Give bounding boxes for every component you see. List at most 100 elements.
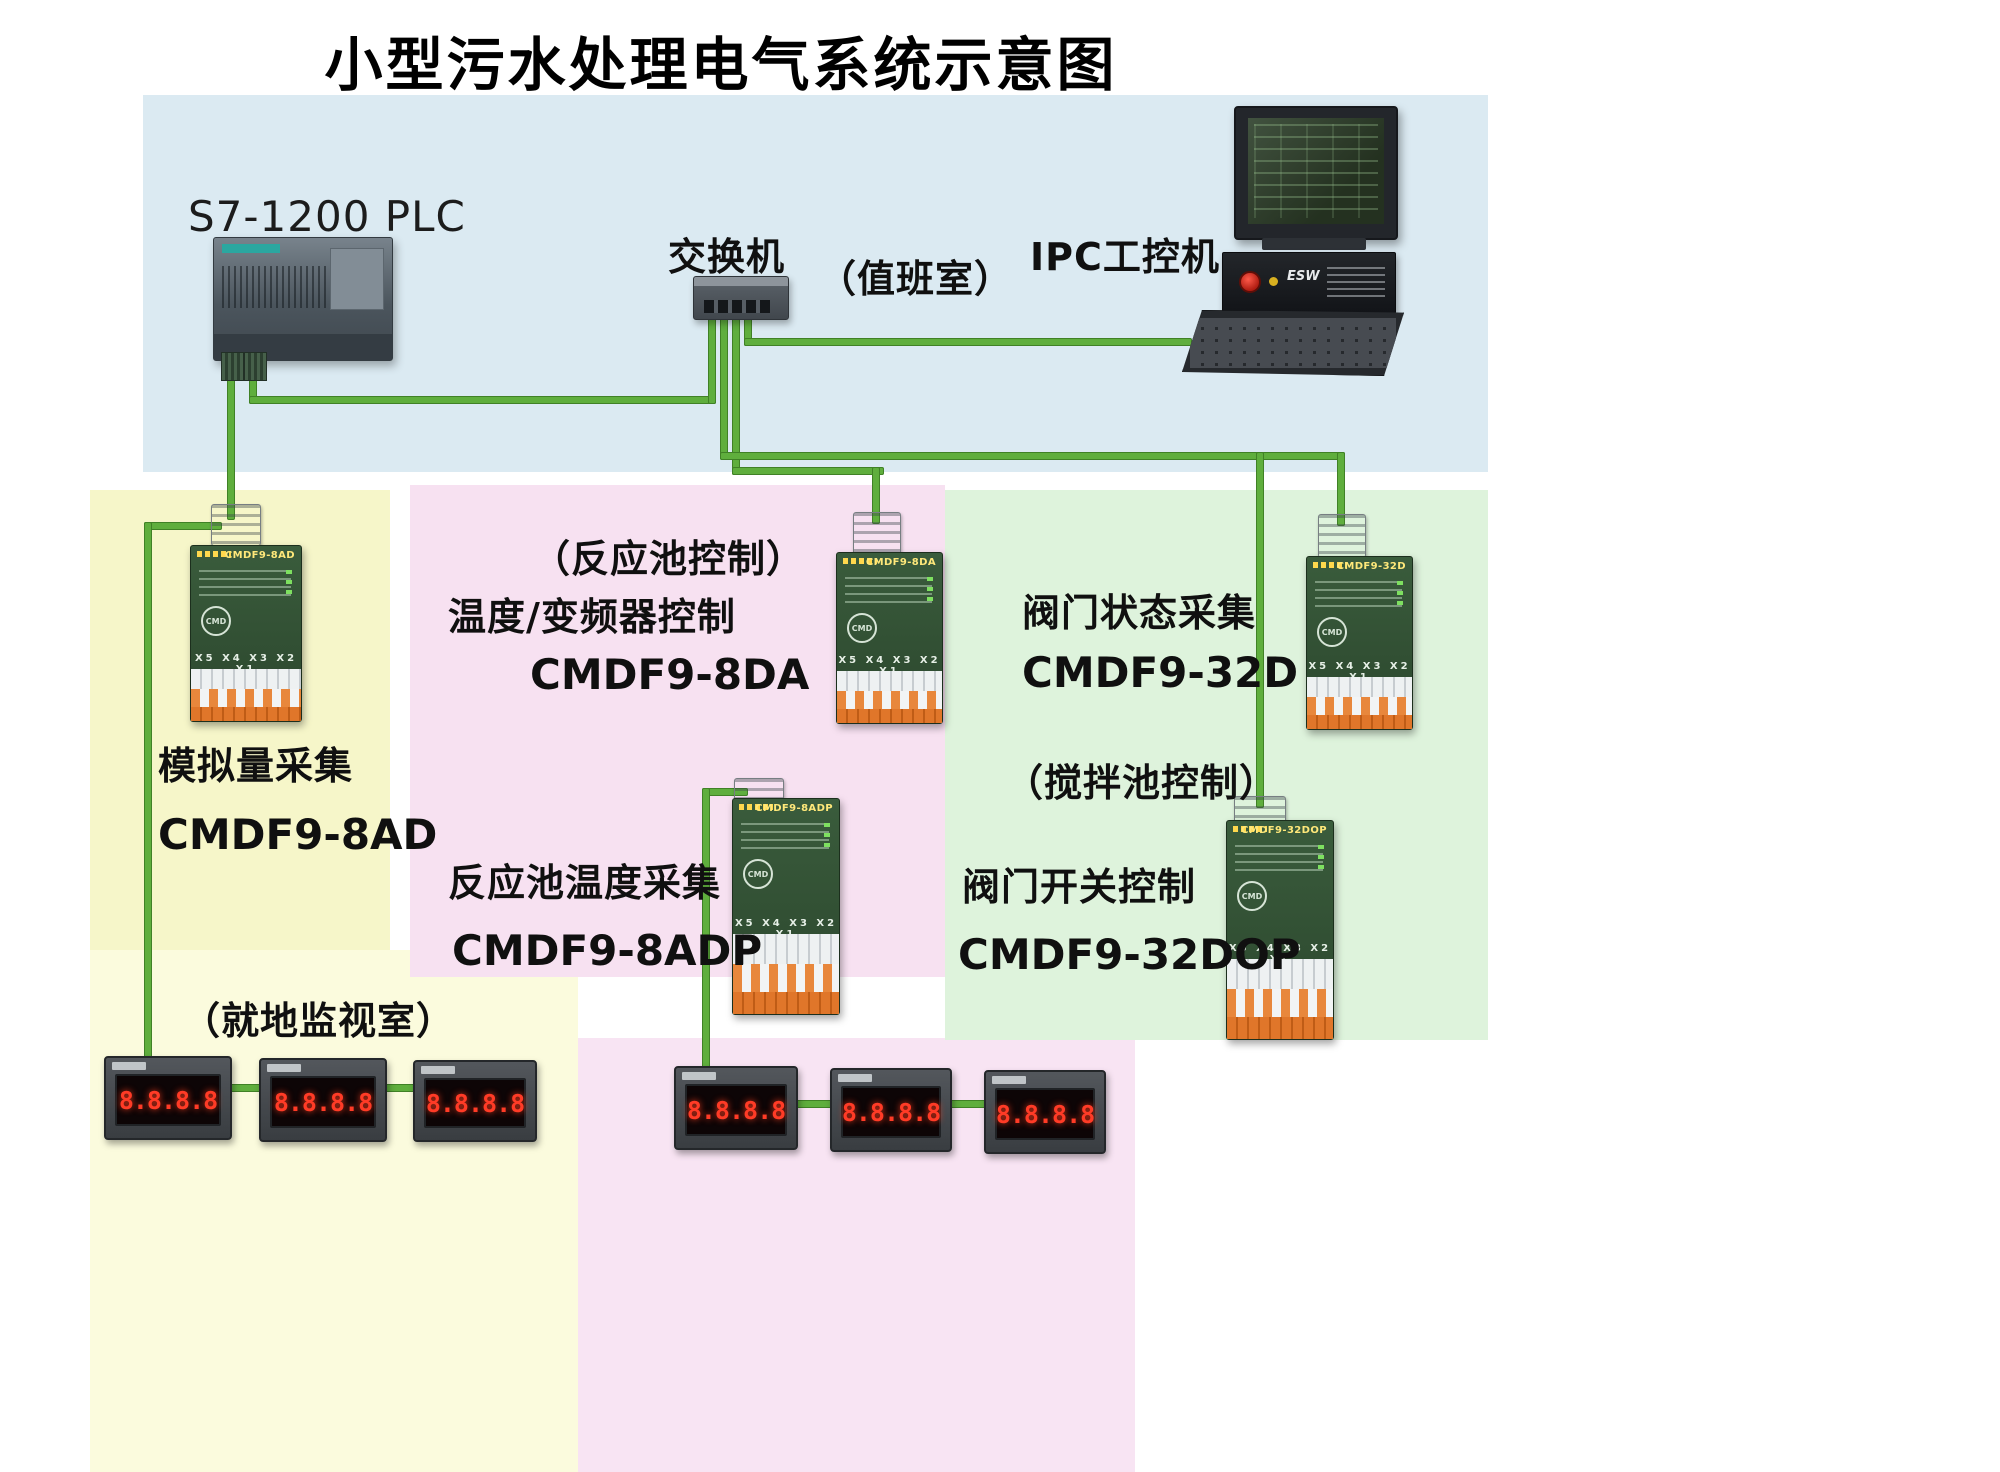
terminal-block <box>837 671 942 723</box>
module-face-model: CMDF9-8ADP <box>755 803 833 814</box>
module-cmdf9-8da: CMDF9-8DA CMD X5 X4 X3 X2 X1 <box>836 552 943 724</box>
ipc-monitor <box>1234 106 1398 240</box>
valve-function1-label: 阀门状态采集 <box>1022 591 1257 635</box>
valve-function2-label: 阀门开关控制 <box>962 865 1197 909</box>
terminal-row-lower <box>1307 715 1412 729</box>
meter-brand-tag <box>267 1064 301 1072</box>
cable-bus-long <box>720 452 1345 460</box>
switch-label: 交换机 <box>668 235 786 279</box>
meter-brand-tag <box>421 1066 455 1074</box>
cmd-logo-icon: CMD <box>201 606 231 636</box>
cable-8adp-to-meters <box>702 788 710 1108</box>
plc-io-panel <box>330 248 384 310</box>
terminal-block <box>1307 677 1412 729</box>
module-cmdf9-32dop: CMDF9-32DOP CMD X5 X4 X3 X2 X1 <box>1226 820 1334 1040</box>
reaction-function1-label: 温度/变频器控制 <box>448 595 736 639</box>
panel-meter-5: 8.8.8.8 <box>830 1068 952 1152</box>
meter-display: 8.8.8.8 <box>115 1074 221 1126</box>
module-face-model: CMDF9-32DOP <box>1241 825 1327 836</box>
ipc-keyboard <box>1182 310 1404 376</box>
status-led-icons <box>1318 845 1324 875</box>
cable-switch-port2 <box>720 314 728 460</box>
cable-plc-to-switch <box>249 396 716 404</box>
cable-8adp-stub <box>702 788 748 796</box>
module-face: CMDF9-8ADP CMD <box>733 799 839 918</box>
module-face-text-lines <box>845 577 932 605</box>
brand-dots-icon <box>1313 562 1347 568</box>
terminal-row-lower <box>733 992 839 1014</box>
terminal-block <box>1227 959 1333 1039</box>
meter-brand-tag <box>992 1076 1026 1084</box>
terminal-row-upper <box>1307 677 1412 697</box>
terminal-block <box>191 669 301 721</box>
power-indicator <box>1269 277 1278 286</box>
brand-dots-icon <box>739 804 773 810</box>
cmd-logo-icon: CMD <box>1317 617 1347 647</box>
monitor-stand <box>1262 238 1366 250</box>
terminal-channel-labels: X5 X4 X3 X2 X1 <box>1308 661 1411 683</box>
cable-switch-port3 <box>732 314 740 475</box>
terminal-row-middle <box>733 964 839 992</box>
cable-plug-32d <box>1318 514 1366 558</box>
module-face: CMDF9-8DA CMD <box>837 553 942 655</box>
cable-drop-32d <box>1337 452 1345 526</box>
plc-terminal-block-right <box>244 352 267 381</box>
switch-ports <box>704 300 770 313</box>
chassis-brand-text: ESW <box>1287 269 1320 284</box>
reaction-model1-label: CMDF9-8DA <box>530 650 810 699</box>
brand-dots-icon <box>843 558 877 564</box>
plc-terminal-block-left <box>221 352 244 381</box>
emergency-stop-button <box>1239 271 1261 293</box>
meter-brand-tag <box>112 1062 146 1070</box>
terminal-row-middle <box>1307 697 1412 715</box>
cmd-logo-icon: CMD <box>743 859 773 889</box>
duty-room-label: （值班室） <box>818 257 1014 301</box>
cable-plc-down-right <box>249 374 257 404</box>
terminal-row-middle <box>1227 989 1333 1017</box>
monitor-screen <box>1248 118 1384 224</box>
terminal-channel-labels: X5 X4 X3 X2 X1 <box>194 653 298 675</box>
cable-8ad-stub <box>144 522 222 530</box>
meter-digits: 8.8.8.8 <box>995 1099 1095 1129</box>
terminal-row-upper <box>191 669 301 689</box>
plc-vents <box>222 266 326 308</box>
cable-plug-8da <box>853 512 901 556</box>
module-cmdf9-8adp: CMDF9-8ADP CMD X5 X4 X3 X2 X1 <box>732 798 840 1015</box>
brand-dots-icon <box>1233 826 1267 832</box>
status-led-icons <box>286 570 292 600</box>
terminal-row-lower <box>837 709 942 723</box>
terminal-row-middle <box>837 691 942 709</box>
module-face-text-lines <box>1315 581 1402 609</box>
meter-brand-tag <box>682 1072 716 1080</box>
panel-meter-1: 8.8.8.8 <box>104 1056 232 1140</box>
module-face: CMDF9-8AD CMD <box>191 546 301 653</box>
meter-digits: 8.8.8.8 <box>841 1097 941 1127</box>
keyboard-keys <box>1190 318 1396 368</box>
reaction-control-label: （反应池控制） <box>532 537 806 581</box>
status-led-icons <box>1397 581 1403 611</box>
chassis-text-lines <box>1327 267 1385 297</box>
terminal-block <box>733 934 839 1014</box>
cable-bus-short <box>732 467 884 475</box>
module-cmdf9-32d: CMDF9-32D CMD X5 X4 X3 X2 X1 <box>1306 556 1413 730</box>
panel-meter-6: 8.8.8.8 <box>984 1070 1106 1154</box>
cable-drop-8da <box>872 467 880 524</box>
local-room-label: （就地监视室） <box>182 999 456 1043</box>
meter-display: 8.8.8.8 <box>270 1076 376 1128</box>
meter-digits: 8.8.8.8 <box>686 1095 786 1125</box>
terminal-row-lower <box>191 707 301 721</box>
meter-display: 8.8.8.8 <box>685 1084 787 1136</box>
terminal-row-middle <box>191 689 301 707</box>
analog-model-label: CMDF9-8AD <box>158 810 438 859</box>
ethernet-switch-device <box>693 276 789 320</box>
plc-label: S7-1200 PLC <box>188 192 466 241</box>
meter-digits: 8.8.8.8 <box>118 1085 218 1115</box>
terminal-row-upper <box>733 934 839 964</box>
cable-8ad-to-meters <box>144 522 152 1096</box>
panel-meter-4: 8.8.8.8 <box>674 1066 798 1150</box>
status-led-icons <box>927 577 933 607</box>
cable-plug-8ad <box>211 504 261 546</box>
ipc-label: IPC工控机 <box>1030 235 1220 279</box>
meter-digits: 8.8.8.8 <box>273 1087 373 1117</box>
